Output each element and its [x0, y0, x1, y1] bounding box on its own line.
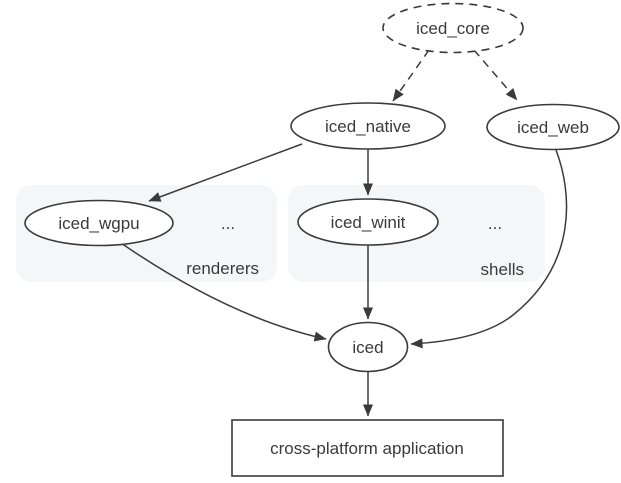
node-iced-core-label: iced_core	[416, 19, 490, 38]
edge-iced-core-to-iced-web	[473, 49, 518, 101]
node-iced-web-label: iced_web	[517, 118, 589, 137]
node-iced-wgpu-label: iced_wgpu	[58, 214, 139, 233]
group-shells-label: shells	[481, 260, 524, 279]
node-application: cross-platform application	[231, 419, 504, 477]
node-iced-web-shape	[486, 103, 620, 151]
node-iced-winit-shape	[297, 198, 439, 246]
edge-iced-native-to-iced-wgpu	[148, 143, 303, 202]
node-iced-winit-label: iced_winit	[331, 213, 406, 232]
node-iced-wgpu: iced_wgpu	[24, 199, 174, 247]
node-iced-shape	[327, 321, 409, 373]
node-application-shape	[231, 419, 504, 477]
edge-iced-web-to-iced	[410, 149, 568, 349]
edge-iced-core-to-iced-native	[392, 49, 430, 102]
group-renderers-label: renderers	[186, 259, 259, 278]
node-iced-web: iced_web	[486, 103, 620, 151]
node-iced-native-label: iced_native	[325, 117, 411, 136]
node-iced-label: iced	[352, 338, 383, 357]
node-iced: iced	[327, 321, 409, 373]
edge-iced-wgpu-to-iced	[120, 242, 327, 342]
node-iced-core: iced_core	[382, 2, 524, 54]
node-iced-wgpu-shape	[24, 199, 174, 247]
node-iced-winit: iced_winit	[297, 198, 439, 246]
group-shells-ellipsis: ...	[488, 214, 502, 233]
node-application-label: cross-platform application	[270, 439, 464, 458]
group-renderers-ellipsis: ...	[221, 214, 235, 233]
node-iced-native: iced_native	[290, 102, 446, 150]
node-iced-native-shape	[290, 102, 446, 150]
node-iced-core-shape	[382, 2, 524, 54]
